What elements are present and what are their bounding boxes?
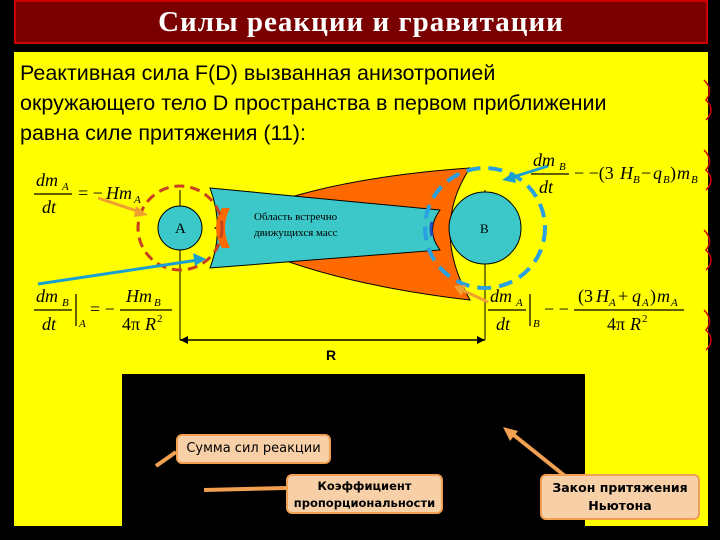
callout-newton-line2: Ньютона (588, 498, 652, 513)
distance-label: R (326, 347, 336, 363)
svg-text:dt: dt (496, 314, 511, 334)
svg-text:dt: dt (42, 314, 57, 334)
callout-coefficient: Коэффициент пропорциональности (286, 474, 443, 514)
svg-text:q: q (632, 286, 641, 306)
svg-text:A: A (133, 194, 141, 206)
svg-text:B: B (633, 174, 640, 186)
callout-sum-reactions-text: Сумма сил реакции (186, 441, 321, 456)
dashed-circle-b (423, 166, 547, 290)
callout-newton-law: Закон притяжения Ньютона (540, 474, 700, 520)
svg-text:B: B (154, 297, 161, 309)
arrow-orange-bottom-right-head (454, 285, 466, 296)
svg-text:4π: 4π (607, 314, 625, 334)
svg-text:q: q (653, 163, 662, 183)
body-b-label: B (480, 221, 489, 236)
arrow-cyan-bottom-left-head (193, 253, 206, 266)
svg-text:dt: dt (539, 177, 554, 197)
svg-text:dm: dm (490, 286, 512, 306)
svg-text:dt: dt (42, 197, 57, 217)
svg-text:− −: − − (544, 299, 569, 319)
svg-text:m: m (657, 286, 670, 306)
svg-text:): ) (670, 163, 676, 184)
svg-text:dm: dm (36, 286, 58, 306)
svg-text:− −(3: − −(3 (574, 163, 614, 184)
svg-text:4π: 4π (122, 314, 140, 334)
arrow-orange-top-left (97, 196, 141, 214)
svg-text:Hm: Hm (125, 286, 152, 306)
svg-text:B: B (533, 318, 540, 330)
svg-text:−: − (641, 163, 651, 183)
svg-text:2: 2 (157, 313, 163, 325)
svg-text:B: B (691, 174, 698, 186)
distance-arrow-left (180, 336, 188, 344)
svg-text:m: m (677, 163, 690, 183)
body-a (157, 205, 203, 251)
svg-text:H: H (619, 163, 634, 183)
svg-text:(3: (3 (578, 286, 593, 307)
cyan-region (209, 187, 441, 269)
slide-title: Силы реакции и гравитации (158, 5, 564, 38)
svg-text:H: H (595, 286, 610, 306)
decorative-strip (703, 79, 712, 351)
arrow-cyan-top-right (509, 164, 549, 180)
body-b (448, 191, 522, 265)
svg-text:B: B (559, 161, 566, 173)
arrow-cyan-bottom-left (37, 258, 199, 286)
svg-text:A: A (670, 297, 678, 309)
blue-arc-b (429, 221, 434, 237)
svg-text:R: R (629, 314, 641, 334)
region-label-line2: движущихся масс (254, 227, 338, 239)
callout-sum-reactions: Сумма сил реакции (176, 434, 331, 464)
svg-text:A: A (515, 297, 523, 309)
distance-arrow-right (477, 336, 485, 344)
body-a-label: A (175, 221, 186, 237)
svg-text:+: + (618, 286, 628, 306)
svg-text:R: R (144, 314, 156, 334)
callout-arrow-coefficient (203, 486, 287, 492)
svg-text:dm: dm (36, 170, 58, 190)
callout-coefficient-line2: пропорциональности (293, 496, 436, 510)
intro-paragraph: Реактивная сила F(D) вызванная анизотроп… (20, 61, 607, 145)
svg-text:= −: = − (78, 183, 103, 203)
svg-text:= −: = − (90, 299, 115, 319)
callout-newton-line1: Закон притяжения (552, 480, 688, 495)
dashed-circle-a (136, 184, 224, 272)
region-label-line1: Область встречно (254, 211, 338, 223)
svg-text:A: A (61, 181, 69, 193)
callout-arrow-sum (154, 450, 178, 468)
callout-arrow-newton-head (503, 427, 518, 441)
content-panel-lower-left (14, 374, 122, 526)
arrow-orange-top-left-head (134, 206, 148, 217)
svg-text:B: B (62, 297, 69, 309)
svg-text:B: B (663, 174, 670, 186)
arrow-cyan-top-right-head (502, 172, 516, 183)
svg-text:dm: dm (533, 150, 555, 170)
svg-text:A: A (78, 318, 86, 330)
arrow-orange-bottom-right (461, 288, 489, 304)
callout-arrow-newton (508, 430, 567, 478)
svg-text:A: A (608, 297, 616, 309)
svg-text:A: A (641, 297, 649, 309)
svg-text:2: 2 (642, 313, 648, 325)
svg-text:): ) (650, 286, 656, 307)
callout-coefficient-line1: Коэффициент (317, 479, 412, 493)
title-bar: Силы реакции и гравитации (14, 0, 708, 44)
svg-text:Hm: Hm (105, 183, 132, 203)
